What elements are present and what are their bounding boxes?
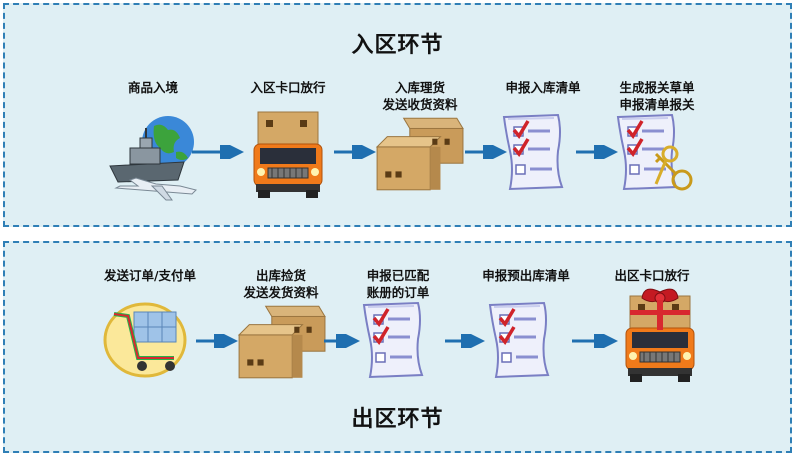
checklist-keys-icon — [616, 113, 693, 191]
outbound-arrow-3 — [445, 334, 485, 348]
truck-boxes-icon — [248, 110, 328, 200]
checklist-icon — [482, 298, 562, 380]
inbound-arrow-4 — [576, 145, 618, 159]
ship-globe-plane-icon — [109, 116, 197, 201]
cardboard-boxes-icon — [373, 112, 465, 194]
gift-truck-icon — [625, 288, 695, 383]
inbound-arrow-1 — [192, 145, 244, 159]
inbound-step-1-label: 商品入境 — [127, 80, 179, 95]
outbound-arrow-4 — [572, 334, 618, 348]
cardboard-boxes-icon — [235, 300, 327, 382]
shopping-cart-icon — [103, 302, 187, 378]
outbound-title: 出区环节 — [351, 407, 444, 432]
inbound-step-4-label: 申报入库清单 — [505, 80, 581, 95]
inbound-arrow-3 — [465, 145, 507, 159]
outbound-step-3-label: 申报已匹配账册的订单 — [366, 268, 430, 300]
inbound-step-2-label: 入区卡口放行 — [250, 80, 326, 95]
inbound-title: 入区环节 — [351, 33, 444, 58]
checklist-icon — [356, 298, 436, 380]
outbound-step-5-label: 出区卡口放行 — [614, 268, 690, 283]
inbound-step-3-label: 入库理货发送收货资料 — [382, 80, 458, 112]
outbound-step-2-label: 出库捡货发送发货资料 — [243, 268, 319, 300]
outbound-arrow-1 — [196, 334, 238, 348]
outbound-arrow-2 — [324, 334, 360, 348]
outbound-step-4-label: 申报预出库清单 — [482, 268, 570, 283]
inbound-step-5-label: 生成报关草单申报清单报关 — [619, 80, 695, 112]
inbound-arrow-2 — [334, 145, 376, 159]
outbound-step-1-label: 发送订单/支付单 — [103, 268, 197, 283]
